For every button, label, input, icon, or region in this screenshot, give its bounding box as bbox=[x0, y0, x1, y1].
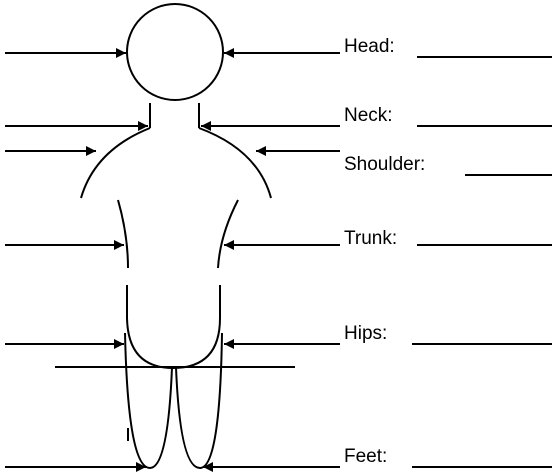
figure-outline bbox=[55, 4, 295, 468]
leg-left bbox=[125, 333, 172, 468]
shoulder-left-curve bbox=[81, 128, 150, 198]
label-neck: Neck: bbox=[344, 106, 393, 125]
trunk-left-curve bbox=[118, 200, 128, 268]
label-feet: Feet: bbox=[344, 447, 387, 466]
label-shoulder: Shoulder: bbox=[344, 155, 425, 174]
leg-right bbox=[176, 333, 222, 468]
answer-blanks bbox=[412, 57, 552, 467]
left-arrows bbox=[5, 53, 148, 467]
label-head: Head: bbox=[344, 37, 395, 56]
label-hips: Hips: bbox=[344, 324, 387, 343]
shoulder-right-curve bbox=[199, 128, 271, 198]
right-arrows bbox=[201, 53, 340, 467]
label-trunk: Trunk: bbox=[344, 229, 397, 248]
trunk-right-curve bbox=[218, 200, 238, 268]
head-circle bbox=[127, 4, 223, 100]
hips-curve bbox=[127, 318, 220, 368]
